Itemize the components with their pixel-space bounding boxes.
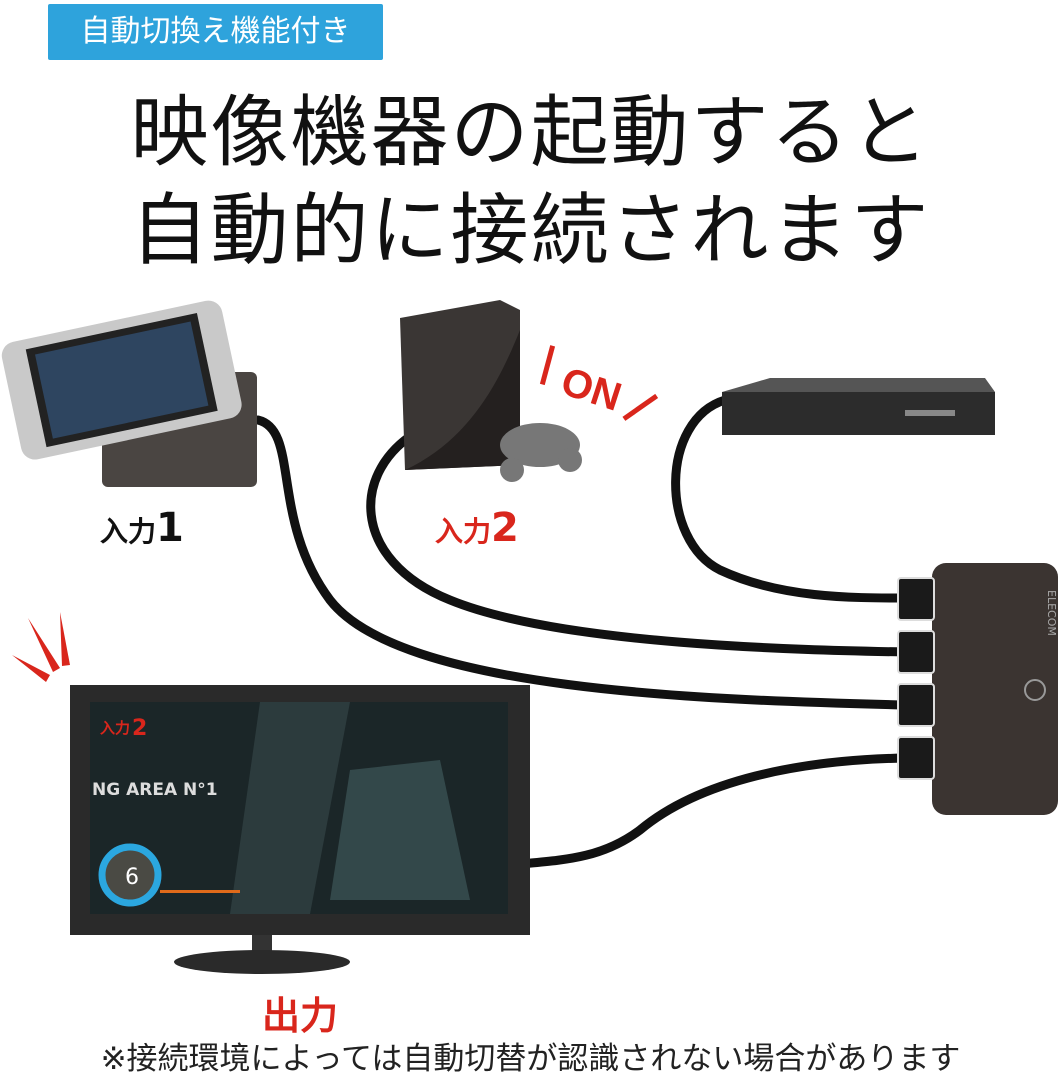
hud-ring-icon [98, 843, 162, 907]
screen-input-prefix: 入力 [100, 719, 130, 737]
bluray-player-icon [722, 378, 995, 435]
game-console-icon [400, 300, 582, 482]
gamepad-icon [500, 423, 582, 482]
switch-brand: ELECOM [1045, 590, 1058, 636]
on-indicator: ON [539, 345, 659, 421]
headline-line-1: 映像機器の起動すると [130, 88, 931, 178]
on-text: ON [556, 359, 627, 419]
cable-input-3 [671, 395, 910, 603]
hdmi-port-out [897, 736, 935, 780]
headline-line-2: 自動的に接続されます [130, 186, 931, 276]
feature-badge: 自動切換え機能付き [48, 4, 383, 60]
hdmi-switch-icon: ELECOM [897, 563, 1058, 815]
hud-counter: 6 [125, 865, 139, 890]
output-label: 出力 [262, 994, 339, 1038]
hdmi-port-1 [897, 577, 935, 621]
cable-input-2 [366, 425, 910, 657]
alert-burst-icon [12, 612, 70, 682]
screen-input-number: 2 [132, 716, 147, 741]
hdmi-port-2 [897, 630, 935, 674]
input-2-label: 入力2 [435, 505, 519, 551]
handheld-console-icon [1, 300, 257, 487]
footnote: ※接続環境によっては自動切替が認識されない場合があります [100, 1041, 961, 1077]
game-area-text: NG AREA N°1 [92, 780, 218, 800]
cable-input-1 [253, 415, 910, 710]
input-1-label: 入力1 [100, 505, 184, 551]
hdmi-cables [250, 392, 913, 873]
hdmi-port-3 [897, 683, 935, 727]
switch-button-icon [1024, 679, 1046, 701]
cable-output [505, 753, 910, 870]
tv-icon: 6 NG AREA N°1 入力 2 [70, 685, 530, 974]
